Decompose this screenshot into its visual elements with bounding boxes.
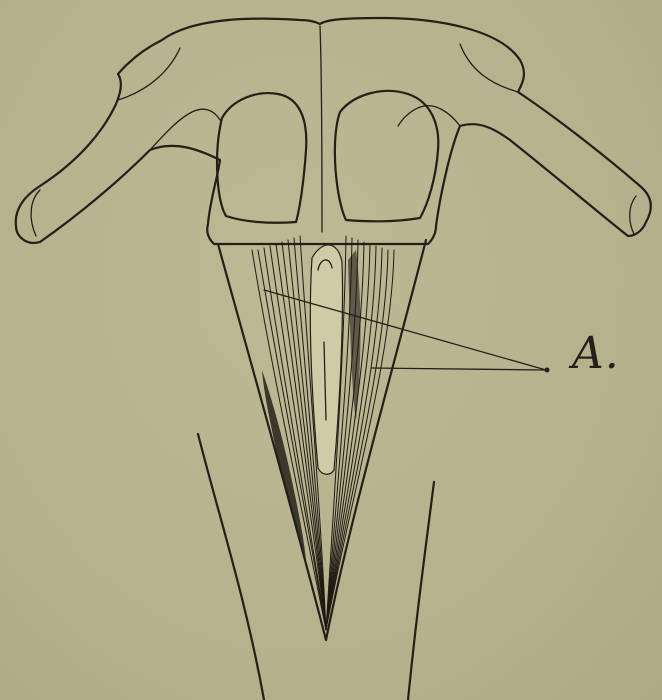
leader-junction-dot bbox=[545, 368, 550, 373]
left-lobe-contour bbox=[150, 109, 220, 150]
neck-left-line bbox=[198, 434, 264, 700]
muscle-shading-right bbox=[348, 250, 361, 420]
left-process-inner-edge bbox=[31, 190, 40, 236]
medial-line bbox=[320, 26, 322, 232]
neck-right-line bbox=[408, 482, 434, 700]
left-fossa bbox=[217, 93, 306, 223]
left-upper-contour bbox=[118, 48, 180, 100]
leader-line-lower bbox=[372, 368, 546, 370]
annotation-label-a: A. bbox=[572, 332, 620, 376]
right-process-inner-edge bbox=[630, 196, 636, 234]
right-fossa bbox=[335, 91, 438, 221]
bone-outline bbox=[16, 18, 651, 244]
right-upper-contour bbox=[460, 44, 518, 92]
